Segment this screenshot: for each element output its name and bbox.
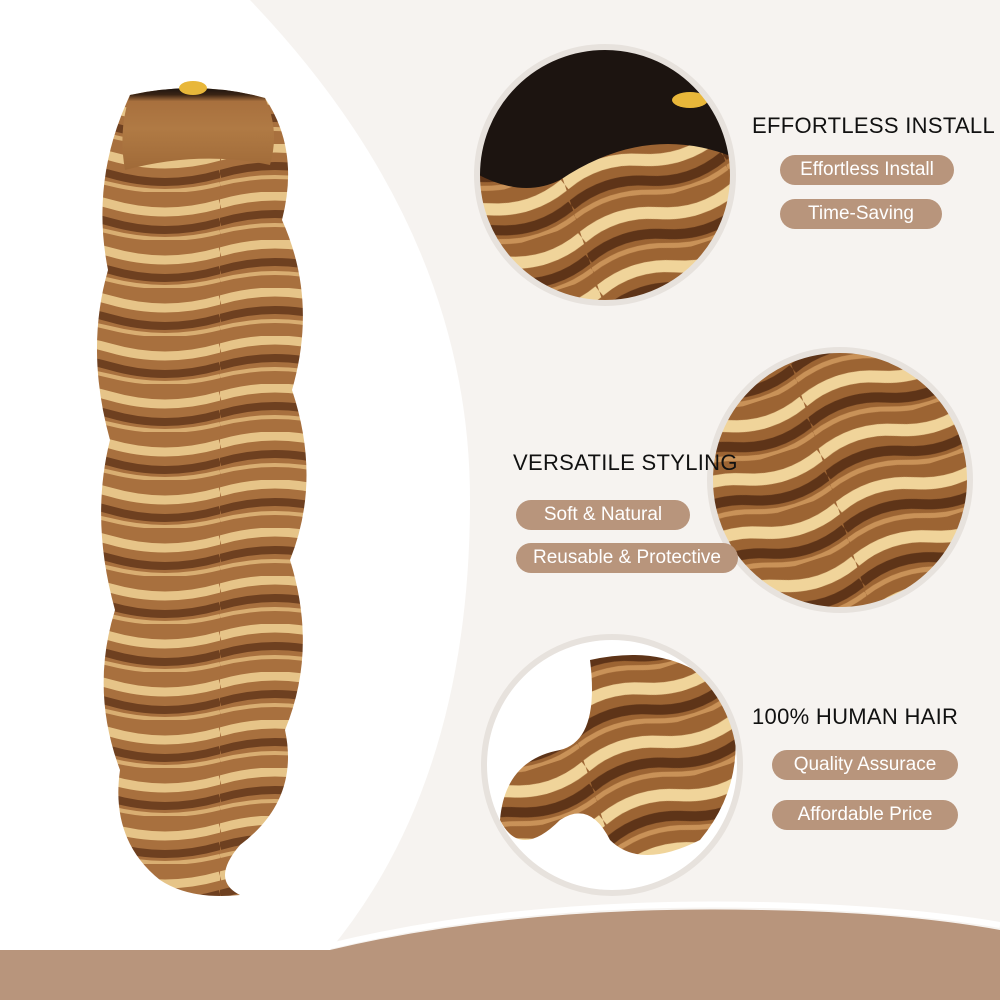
closeup-wave-image (710, 350, 970, 610)
hair-bundle-image (96, 81, 307, 896)
closeup-root-image (477, 47, 733, 303)
pill-time-saving: Time-Saving (780, 199, 942, 229)
bottom-band (0, 909, 1000, 1000)
closeup-curl-image (484, 637, 740, 893)
heading-human-hair: 100% HUMAN HAIR (752, 704, 959, 729)
pill-reusable-protective: Reusable & Protective (516, 543, 738, 573)
heading-versatile-styling: VERSATILE STYLING (513, 450, 738, 475)
pill-effortless-install: Effortless Install (780, 155, 954, 185)
pill-affordable-price: Affordable Price (772, 800, 958, 830)
pill-soft-natural: Soft & Natural (516, 500, 690, 530)
pill-quality-assurance: Quality Assurace (772, 750, 958, 780)
heading-effortless-install: EFFORTLESS INSTALL (752, 113, 995, 138)
